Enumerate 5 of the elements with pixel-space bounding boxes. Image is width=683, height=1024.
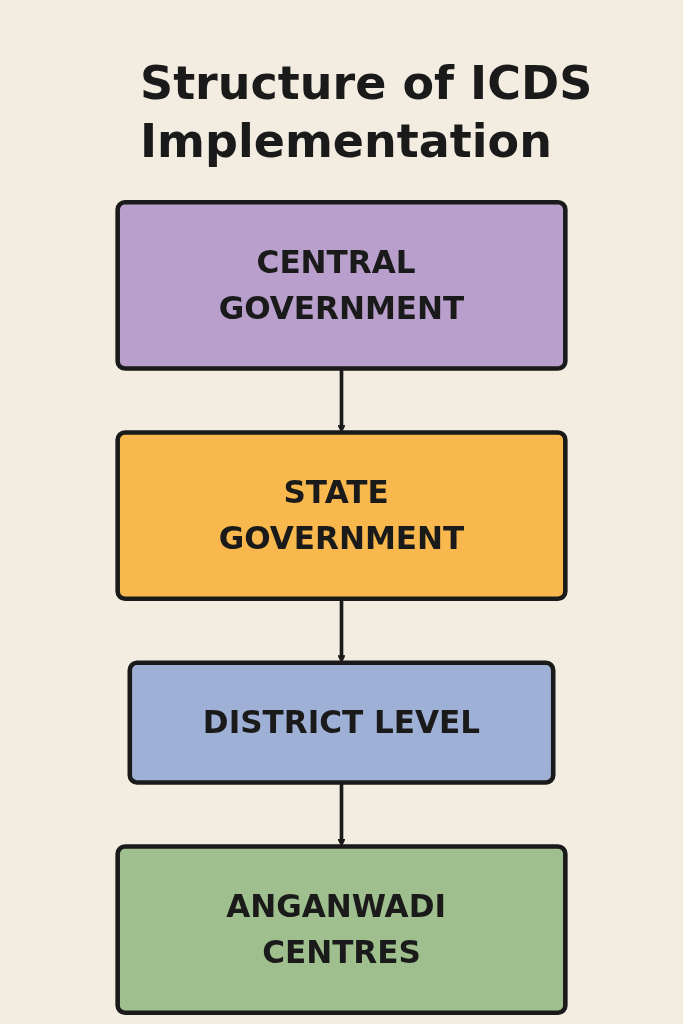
node-box: CENTRAL GOVERNMENT: [115, 200, 568, 371]
node-box: STATE GOVERNMENT: [115, 430, 568, 602]
node-box: ANGANWADI CENTRES: [115, 844, 568, 1015]
diagram-title: Structure of ICDS Implementation: [140, 55, 594, 170]
node-box: DISTRICT LEVEL: [127, 660, 556, 785]
